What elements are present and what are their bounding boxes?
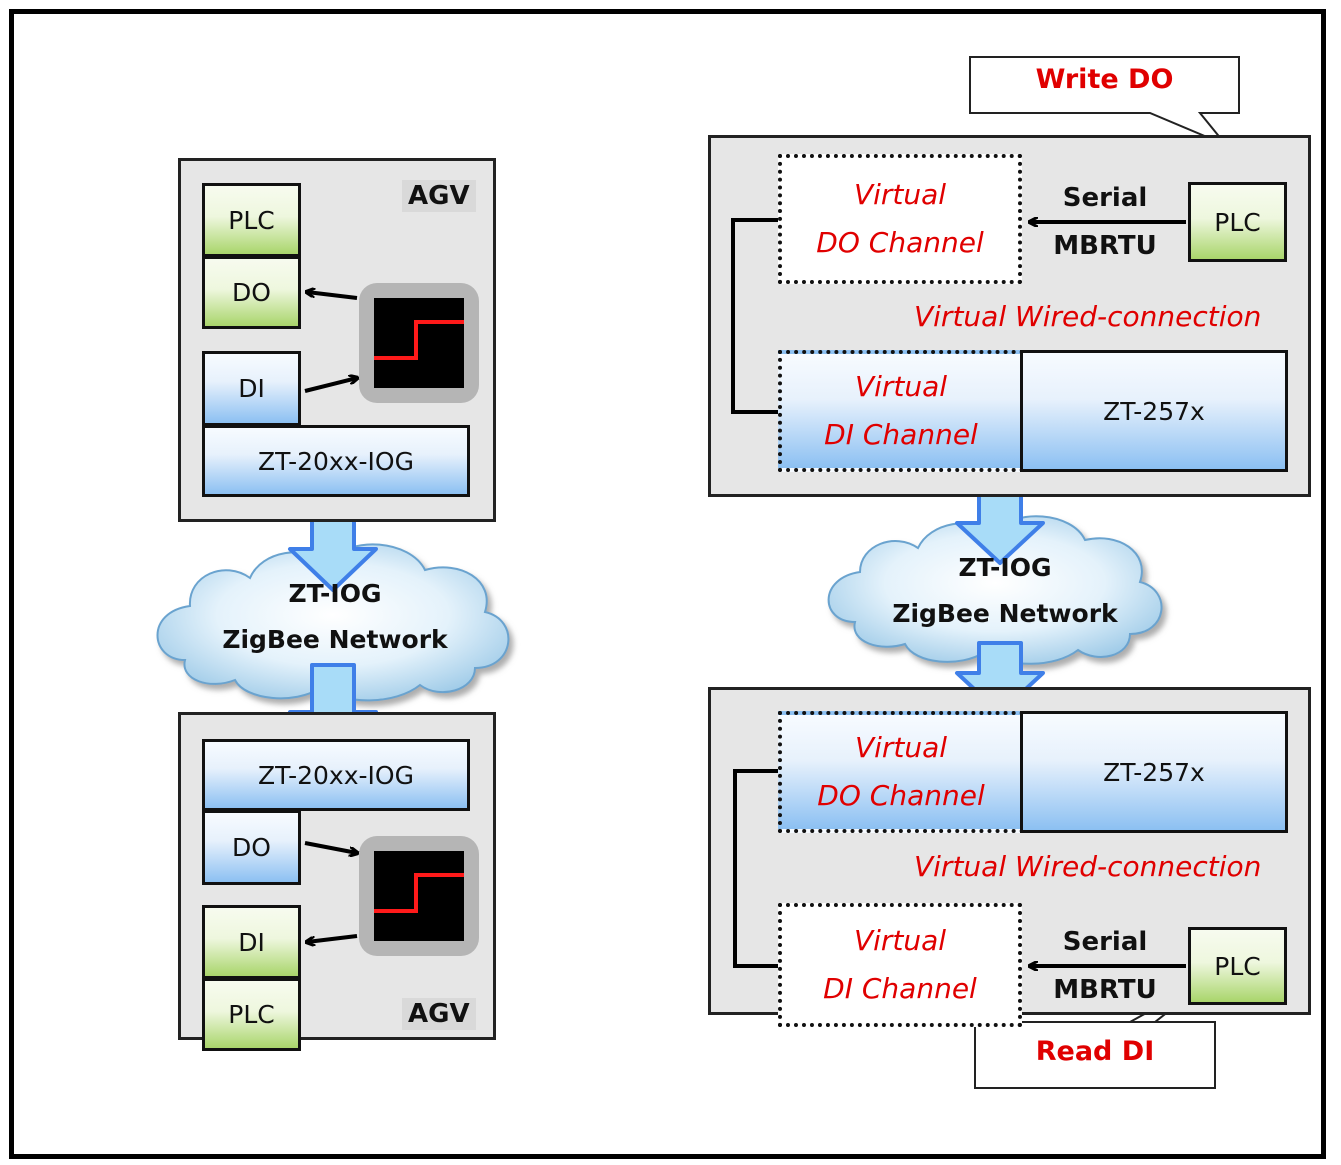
right-network-subtitle: ZigBee Network [892,599,1118,628]
do-box: DO [202,810,301,885]
do-channel-label: DO Channel [817,779,985,812]
mbrtu-label: MBRTU [1053,975,1157,1005]
virtual-label: Virtual [853,178,947,211]
virtual-do-channel-box: Virtual DO Channel [778,711,1024,833]
module-box: ZT-257x [1020,350,1288,472]
right-network-title: ZT-IOG [958,553,1052,582]
module-box: ZT-20xx-IOG [202,739,470,811]
di-channel-label: DI Channel [823,972,977,1005]
virtual-wired-connection-label: Virtual Wired-connection [914,850,1262,883]
left-cloud-icon [156,543,510,702]
virtual-di-channel-box: Virtual DI Channel [778,350,1024,472]
serial-label: Serial [1062,183,1148,213]
di-box: DI [202,351,301,426]
virtual-label: Virtual [854,370,948,403]
signal-transfer-icon [359,836,479,956]
virtual-di-channel-box: Virtual DI Channel [778,903,1022,1027]
di-to-signal-arrow-icon [304,378,357,393]
mbrtu-label: MBRTU [1053,231,1157,261]
diagram-frame [9,9,1326,1159]
do-to-signal-arrow-icon [304,841,357,853]
virtual-wired-connector [733,769,778,968]
signal-to-di-arrow-icon [307,934,358,942]
virtual-label: Virtual [853,924,947,957]
read-di-callout: Read DI [1035,1036,1155,1067]
plc-box: PLC [202,978,301,1051]
right-cloud-icon [827,515,1163,665]
left-network-subtitle: ZigBee Network [222,625,448,654]
plc-box: PLC [202,183,301,257]
left-network-title: ZT-IOG [288,579,382,608]
virtual-wired-connector [731,218,778,414]
write-do-callout-shape [969,56,1240,146]
serial-label: Serial [1062,927,1148,957]
signal-transfer-icon [359,283,479,403]
virtual-do-channel-box: Virtual DO Channel [778,154,1022,284]
write-do-callout: Write DO [1035,64,1174,95]
do-box: DO [202,256,301,329]
agv-tag: AGV [402,998,476,1030]
plc-box: PLC [1188,927,1287,1005]
di-box: DI [202,905,301,979]
virtual-wired-connection-label: Virtual Wired-connection [914,300,1262,333]
do-channel-label: DO Channel [816,226,984,259]
module-box: ZT-20xx-IOG [202,425,470,497]
di-channel-label: DI Channel [824,418,978,451]
agv-tag: AGV [402,180,476,212]
plc-box: PLC [1188,182,1287,262]
virtual-label: Virtual [854,731,948,764]
module-box: ZT-257x [1020,711,1288,833]
signal-to-do-arrow-icon [307,292,358,300]
